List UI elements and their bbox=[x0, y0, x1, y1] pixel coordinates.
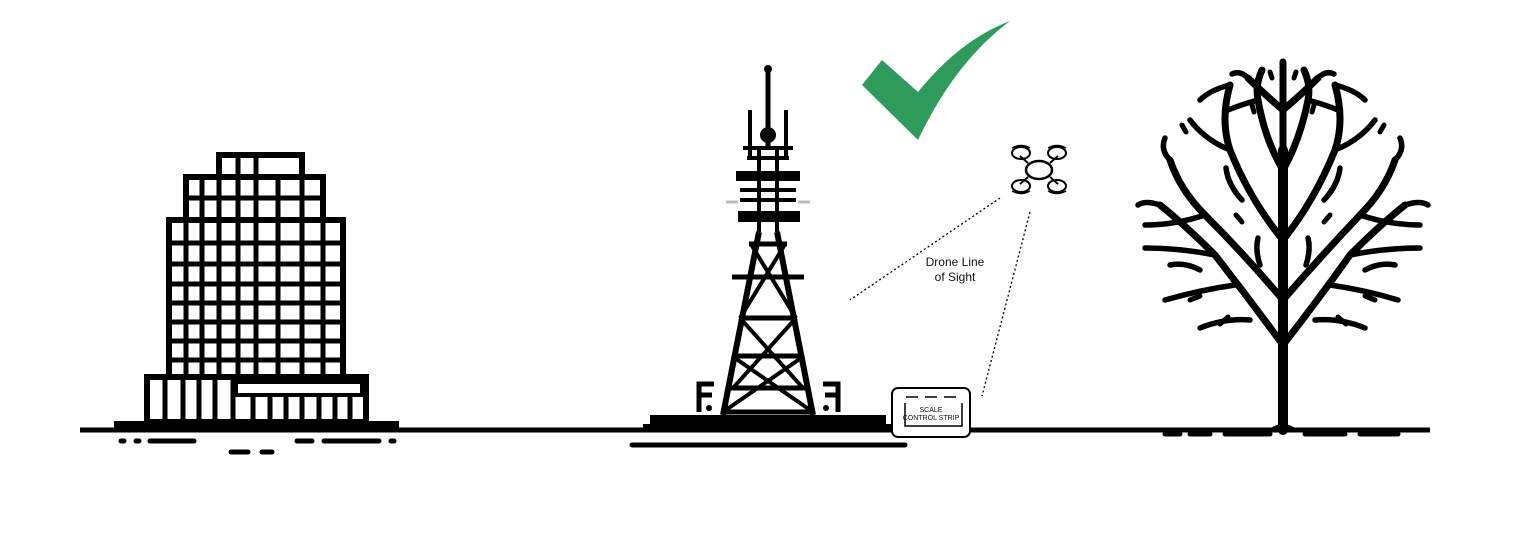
los-line-to-strip bbox=[981, 211, 1031, 397]
strip-label-line1: SCALE bbox=[920, 407, 943, 414]
strip-label-line2: CONTROL STRIP bbox=[903, 415, 960, 422]
scale-control-strip: SCALE CONTROL STRIP bbox=[891, 387, 971, 438]
check-mark-icon bbox=[862, 21, 1010, 140]
los-line-to-tower bbox=[849, 197, 1001, 301]
line-of-sight bbox=[849, 197, 1031, 397]
ground-dashes bbox=[118, 431, 1401, 455]
tree-icon bbox=[1135, 58, 1431, 435]
drone-icon bbox=[1011, 144, 1067, 195]
ground bbox=[80, 427, 1430, 455]
los-label-line2: of Sight bbox=[934, 270, 976, 284]
tower-icon bbox=[643, 65, 893, 430]
line-of-sight-label: Drone Line of Sight bbox=[905, 255, 1005, 285]
los-label-line1: Drone Line bbox=[925, 255, 985, 269]
building-icon bbox=[114, 152, 399, 429]
